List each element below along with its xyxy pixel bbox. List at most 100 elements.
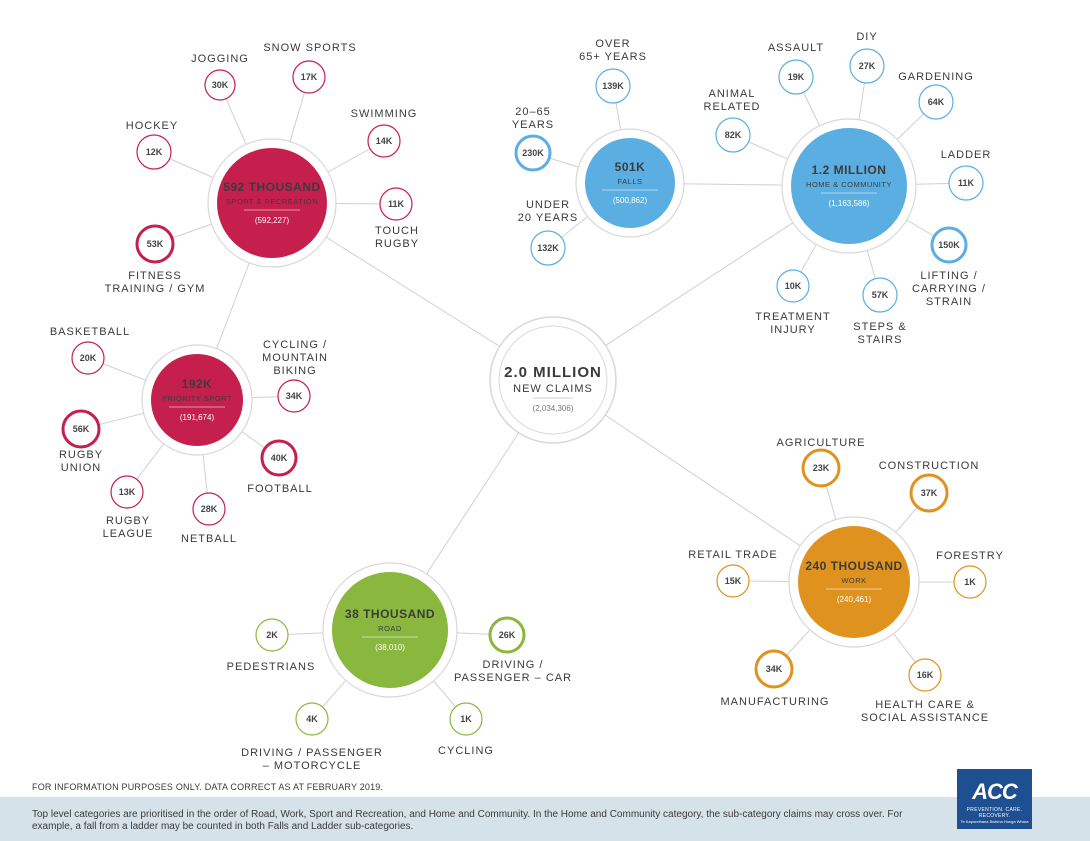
- sub-construction-label: CONSTRUCTION: [879, 460, 980, 472]
- sub-lifting-label: STRAIN: [926, 296, 972, 308]
- sub-treatment-circle: [776, 269, 810, 303]
- sub-manufacturing-value: 34K: [766, 664, 783, 674]
- sub-health-care-label: HEALTH CARE &: [875, 699, 975, 711]
- sub-agriculture-label: AGRICULTURE: [776, 437, 865, 449]
- sub-manufacturing-label: MANUFACTURING: [721, 696, 830, 708]
- center-value: (2,034,306): [533, 404, 574, 413]
- sub-cycling-circle: [449, 702, 483, 736]
- hub-sport-value: (592,227): [255, 216, 290, 225]
- sub-gardening-label: GARDENING: [898, 71, 974, 83]
- hub-work-title: 240 THOUSAND: [805, 559, 902, 573]
- sub-ladder-value: 11K: [958, 178, 975, 188]
- sub-fitness-label: TRAINING / GYM: [105, 283, 206, 295]
- sub-assault-circle: [778, 59, 814, 95]
- hub-home-title: 1.2 MILLION: [812, 163, 887, 177]
- sub-treatment-label: INJURY: [770, 324, 816, 336]
- hub-priority-value: (191,674): [180, 413, 215, 422]
- sub-gardening-value: 64K: [928, 97, 945, 107]
- sub-netball-value: 28K: [201, 504, 218, 514]
- sub-forestry-label: FORESTRY: [936, 550, 1004, 562]
- sub-motorcycle-label: – MOTORCYCLE: [263, 760, 362, 772]
- sub-touch-rugby-label: RUGBY: [375, 238, 419, 250]
- sub-rugby-league-label: RUGBY: [106, 515, 150, 527]
- hub-sport-title: 592 THOUSAND: [223, 180, 320, 194]
- sub-health-care-label: SOCIAL ASSISTANCE: [861, 712, 989, 724]
- sub-hockey-value: 12K: [146, 147, 163, 157]
- sub-cycling-mtb-value: 34K: [286, 391, 303, 401]
- sub-pedestrians-label: PEDESTRIANS: [227, 661, 316, 673]
- sub-forestry-value: 1K: [964, 577, 976, 587]
- sub-jogging-label: JOGGING: [191, 53, 249, 65]
- sub-snow-sports-value: 17K: [301, 72, 318, 82]
- sub-swimming-circle: [367, 124, 401, 158]
- center-title: 2.0 MILLION: [504, 364, 602, 381]
- sub-lifting-label: CARRYING /: [912, 283, 986, 295]
- sub-20-65-label: 20–65: [515, 106, 551, 118]
- sub-fitness-value: 53K: [147, 239, 164, 249]
- sub-football-value: 40K: [271, 453, 288, 463]
- sub-over-65-label: 65+ YEARS: [579, 51, 647, 63]
- hub-home: 1.2 MILLION HOME & COMMUNITY (1,163,586): [781, 118, 917, 254]
- sub-rugby-union-circle: [61, 409, 101, 449]
- sub-cycling-mtb-label: MOUNTAIN: [262, 352, 328, 364]
- hub-home-value: (1,163,586): [829, 199, 870, 208]
- hub-home-subtitle: HOME & COMMUNITY: [806, 180, 892, 189]
- footer-note: Top level categories are prioritised in …: [32, 809, 903, 832]
- sub-construction-value: 37K: [921, 488, 938, 498]
- sub-diy-value: 27K: [859, 61, 876, 71]
- sub-swimming-label: SWIMMING: [351, 108, 418, 120]
- sub-steps-value: 57K: [872, 290, 889, 300]
- sub-animal-label: RELATED: [704, 101, 761, 113]
- hub-priority-title: 192K: [182, 377, 213, 391]
- hub-road-title: 38 THOUSAND: [345, 607, 435, 621]
- sub-rugby-union-label: RUGBY: [59, 449, 103, 461]
- sub-fitness-label: FITNESS: [128, 270, 181, 282]
- sub-ladder-label: LADDER: [941, 149, 992, 161]
- sub-diy: 27K DIY: [849, 31, 885, 84]
- sub-animal-value: 82K: [725, 130, 742, 140]
- hub-road-subtitle: ROAD: [378, 624, 402, 633]
- sub-20-65-value: 230K: [522, 148, 544, 158]
- sub-diy-label: DIY: [856, 31, 877, 43]
- hub-falls-title: 501K: [615, 160, 646, 174]
- sub-gardening-circle: [918, 84, 954, 120]
- sub-ladder: 11K LADDER: [941, 149, 992, 201]
- sub-hockey-circle: [136, 134, 172, 170]
- sub-construction-circle: [909, 473, 949, 513]
- sub-jogging-circle: [204, 69, 236, 101]
- sub-football-label: FOOTBALL: [247, 483, 312, 495]
- sub-retail-circle: [716, 564, 750, 598]
- sub-cycling-mtb-label: BIKING: [273, 365, 316, 377]
- sub-jogging-value: 30K: [212, 80, 229, 90]
- hub-sport-disc: [217, 148, 327, 258]
- sub-rugby-league-label: LEAGUE: [103, 528, 154, 540]
- sub-rugby-union-label: UNION: [61, 462, 101, 474]
- sub-assault-label: ASSAULT: [768, 42, 824, 54]
- sub-football-circle: [260, 439, 298, 477]
- sub-touch-rugby-label: TOUCH: [375, 225, 419, 237]
- sub-retail-value: 15K: [725, 576, 742, 586]
- logo-tagline: PREVENTION. CARE. RECOVERY.: [966, 807, 1023, 819]
- logo-mark: ACC: [972, 779, 1018, 804]
- sub-netball-circle: [192, 492, 226, 526]
- hub-falls-value: (500,862): [613, 196, 648, 205]
- sub-rugby-league-circle: [110, 475, 144, 509]
